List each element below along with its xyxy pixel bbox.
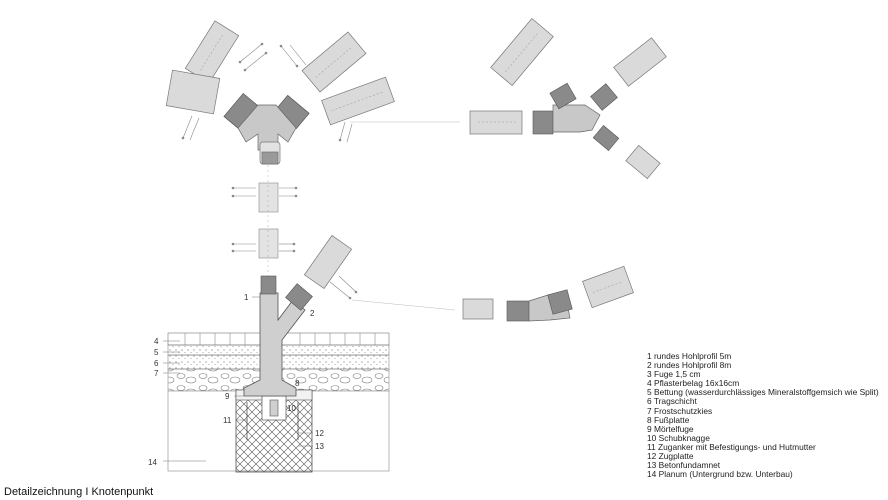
legend-item: 14 Planum (Untergrund bzw. Unterbau) [647, 469, 793, 480]
exploded-node-top-left [165, 20, 460, 290]
section-drawing: 1 2 4 5 6 7 8 9 10 11 12 13 14 [148, 234, 390, 473]
tube-segment-1 [258, 182, 279, 213]
callout-9: 9 [225, 392, 230, 401]
legend-item: 12 Zugplatte [647, 451, 694, 462]
legend-item: 9 Mörtelfuge [647, 423, 694, 434]
tube-segment-2 [258, 228, 279, 259]
legend-item: 8 Fußplatte [647, 414, 690, 425]
callout-14: 14 [148, 458, 157, 467]
legend-item: 3 Fuge 1,5 cm [647, 369, 701, 380]
legend-item: 7 Frostschutzkies [647, 405, 713, 416]
callout-6: 6 [154, 359, 159, 368]
tube-far-upper-right [301, 31, 367, 93]
callout-5: 5 [154, 348, 159, 357]
tube-far-right [321, 76, 395, 126]
callout-12: 12 [315, 429, 324, 438]
legend-item: 11 Zuganker mit Befestigungs- und Hutmut… [647, 441, 816, 452]
legend-item: 1 rundes Hohlprofil 5m [647, 351, 732, 361]
callout-8: 8 [295, 379, 300, 388]
callout-2: 2 [310, 309, 315, 318]
tube-far-left [165, 69, 221, 115]
legend-item: 5 Bettung (wasserdurchlässiges Mineralst… [647, 387, 879, 398]
callout-1: 1 [244, 293, 249, 302]
legend-item: 10 Schubknagge [647, 432, 710, 443]
callout-7: 7 [154, 369, 159, 378]
assembled-node-top-right [469, 17, 667, 180]
legend-item: 6 Tragschicht [647, 396, 697, 407]
legend-item: 13 Betonfundamnet [647, 460, 721, 471]
legend-item: 2 rundes Hohlprofil 8m [647, 360, 732, 371]
assembled-node-mid-right [351, 265, 634, 322]
legend-item: 4 Pflasterbelag 16x16cm [647, 378, 740, 389]
column-node [243, 292, 306, 397]
callout-11: 11 [223, 416, 232, 425]
drawing-caption: Detailzeichnung I Knotenpunkt [4, 486, 154, 498]
callout-10: 10 [287, 404, 296, 413]
callout-4: 4 [154, 337, 159, 346]
callout-13: 13 [315, 442, 324, 451]
